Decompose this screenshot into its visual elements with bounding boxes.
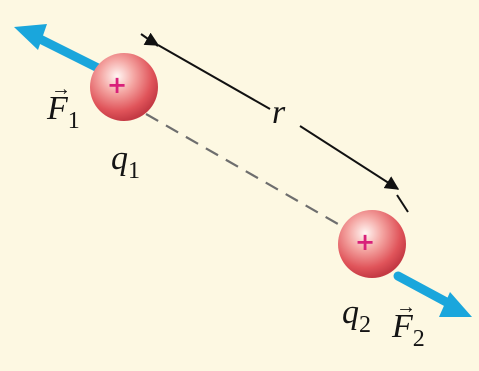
charge-1: + (90, 53, 158, 121)
charge-1-sign: + (107, 71, 127, 99)
charge-2-sign: + (355, 228, 375, 256)
distance-dimension (140, 32, 409, 213)
charge-2-label: q2 (342, 294, 371, 338)
force-vector-1 (14, 24, 105, 74)
charge-1-label: q1 (111, 140, 140, 184)
force-vector-2 (393, 271, 472, 317)
force-2-label: →F2 (392, 296, 425, 352)
separation-line (145, 113, 339, 225)
force-1-label: →F1 (47, 78, 80, 134)
distance-label: r (272, 94, 286, 131)
charge-2: + (338, 210, 406, 278)
